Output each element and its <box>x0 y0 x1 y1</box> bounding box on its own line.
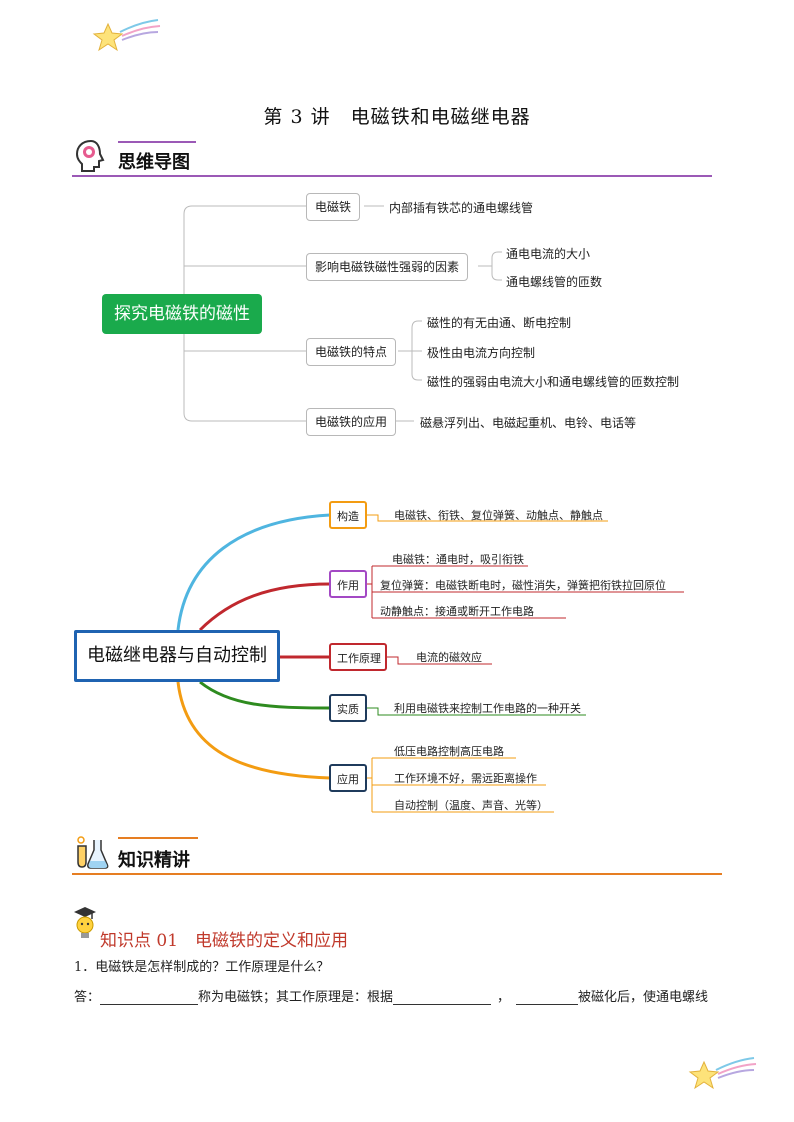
mindmap1-leaf: 磁性的强弱由电流大小和通电螺线管的匝数控制 <box>427 375 680 389</box>
mindmap2-node-principle: 工作原理 <box>329 643 387 671</box>
answer-blank-2[interactable] <box>393 990 492 1005</box>
answer-text: 被磁化后，使通电螺线 <box>578 990 709 1005</box>
answer-text: 称为电磁铁；其工作原理是：根据 <box>198 990 394 1005</box>
mindmap2-leaf: 复位弹簧：电磁铁断电时，磁性消失，弹簧把衔铁拉回原位 <box>380 579 666 592</box>
section-accent-line <box>118 837 198 839</box>
mindmap2-node-structure: 构造 <box>329 501 367 529</box>
section-accent-line <box>118 141 196 143</box>
brain-icon <box>75 139 105 172</box>
mindmap1-node-factors: 影响电磁铁磁性强弱的因素 <box>306 253 469 281</box>
answer-line: 答： 称为电磁铁；其工作原理是：根据 ， 被磁化后，使通电螺线 <box>74 986 708 1005</box>
section-title-mindmap: 思维导图 <box>118 152 190 173</box>
section-rule <box>72 873 722 875</box>
mindmap2-node-essence: 实质 <box>329 694 367 722</box>
answer-blank-3[interactable] <box>516 990 579 1005</box>
mindmap2-node-application: 应用 <box>329 764 367 792</box>
mindmap1-root: 探究电磁铁的磁性 <box>102 294 262 334</box>
mindmap2-leaf: 电流的磁效应 <box>416 651 482 664</box>
mindmap1-leaf: 磁性的有无由通、断电控制 <box>427 316 572 330</box>
mindmap2-leaf: 低压电路控制高压电路 <box>394 745 504 758</box>
mindmap1-leaf: 通电螺线管的匝数 <box>506 275 603 289</box>
mindmap1-node-applications: 电磁铁的应用 <box>306 408 397 436</box>
section-rule <box>72 175 712 177</box>
lightbulb-icon <box>74 907 96 938</box>
mindmap2-root: 电磁继电器与自动控制 <box>74 630 280 682</box>
mindmap2-leaf: 电磁铁、衔铁、复位弹簧、动触点、静触点 <box>394 509 603 522</box>
knowledge-point-title: 知识点 01 电磁铁的定义和应用 <box>100 931 349 951</box>
mindmap2-leaf: 利用电磁铁来控制工作电路的一种开关 <box>394 702 581 715</box>
mindmap2-connectors <box>176 513 684 813</box>
answer-text: ， <box>497 990 511 1005</box>
answer-prefix: 答： <box>74 990 101 1005</box>
mindmap1-leaf: 内部插有铁芯的通电螺线管 <box>389 201 534 215</box>
question-1: 1．电磁铁是怎样制成的？工作原理是什么？ <box>74 960 330 975</box>
mindmap1-leaf: 极性由电流方向控制 <box>427 346 536 360</box>
section-title-knowledge: 知识精讲 <box>118 850 190 871</box>
mindmap2-leaf: 动静触点：接通或断开工作电路 <box>380 605 534 618</box>
page-title: 第 3 讲 电磁铁和电磁继电器 <box>263 106 531 128</box>
flask-icon <box>77 836 109 869</box>
mindmap1-connectors <box>183 205 502 422</box>
mindmap1-leaf: 通电电流的大小 <box>506 247 591 261</box>
mindmap1-node-features: 电磁铁的特点 <box>306 338 397 366</box>
mindmap1-leaf: 磁悬浮列出、电磁起重机、电铃、电话等 <box>420 416 637 430</box>
mindmap2-leaf: 工作环境不好，需远距离操作 <box>394 772 537 785</box>
shooting-star-icon <box>92 19 161 52</box>
answer-blank-1[interactable] <box>100 990 199 1005</box>
mindmap2-leaf: 自动控制（温度、声音、光等） <box>394 799 548 812</box>
mindmap2-node-function: 作用 <box>329 570 367 598</box>
shooting-star-icon <box>688 1057 757 1090</box>
mindmap2-leaf: 电磁铁：通电时，吸引衔铁 <box>392 553 524 566</box>
mindmap1-node-electromagnet: 电磁铁 <box>306 193 361 221</box>
